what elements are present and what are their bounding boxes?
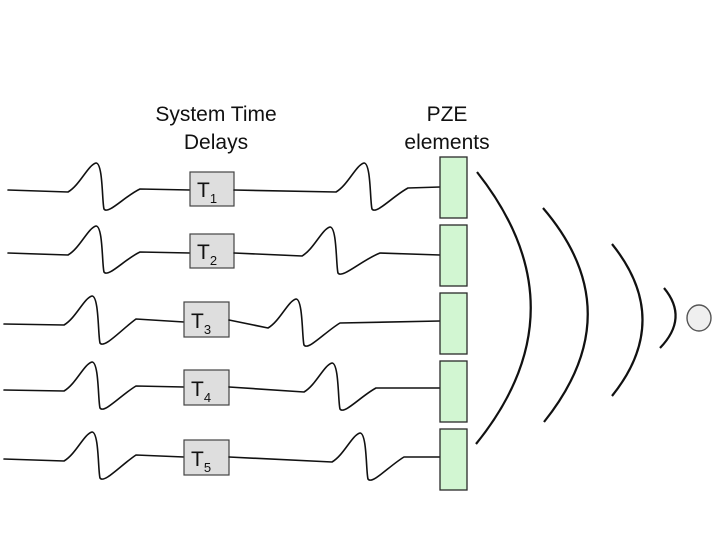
pze-element — [439, 428, 468, 491]
channel-1: T1 — [7, 156, 468, 219]
delay-box — [183, 369, 230, 406]
delay-label: T5 — [191, 448, 211, 475]
wavefront-arc-2 — [542, 207, 589, 423]
delayed-pulse-wire — [228, 298, 441, 347]
channel-4: T4 — [3, 360, 468, 423]
pze-heading-line-2: elements — [404, 131, 489, 154]
delay-box — [189, 233, 235, 269]
pze-element — [439, 292, 468, 355]
channel-5: T5 — [3, 428, 468, 491]
channel-3: T3 — [3, 292, 468, 355]
pze-element — [439, 224, 468, 287]
delay-box — [183, 301, 230, 338]
delay-label: T2 — [197, 241, 217, 268]
channel-2: T2 — [7, 224, 468, 287]
delayed-pulse-wire — [228, 362, 441, 411]
input-pulse-wire — [3, 295, 185, 345]
wavefront-arc-4 — [659, 287, 677, 349]
wavefront-arc-1 — [475, 171, 532, 445]
input-pulse-wire — [3, 431, 185, 480]
delayed-pulse-wire — [233, 226, 441, 275]
focal-target — [686, 304, 712, 332]
delay-box — [189, 171, 235, 207]
input-pulse-wire — [7, 162, 191, 211]
delay-label: T3 — [191, 310, 211, 337]
delay-label: T4 — [191, 378, 211, 405]
wavefront-arc-3 — [611, 243, 644, 397]
delays-heading-line-2: Delays — [184, 131, 248, 154]
delay-label: T1 — [197, 179, 217, 206]
pze-heading-line-1: PZE — [427, 103, 468, 126]
input-pulse-wire — [3, 361, 185, 410]
delayed-pulse-wire — [233, 162, 441, 211]
delayed-pulse-wire — [228, 432, 441, 481]
wavefronts — [475, 171, 677, 445]
pze-element — [439, 360, 468, 423]
pze-element — [439, 156, 468, 219]
input-pulse-wire — [7, 225, 191, 274]
delays-heading-line-1: System Time — [155, 103, 276, 126]
